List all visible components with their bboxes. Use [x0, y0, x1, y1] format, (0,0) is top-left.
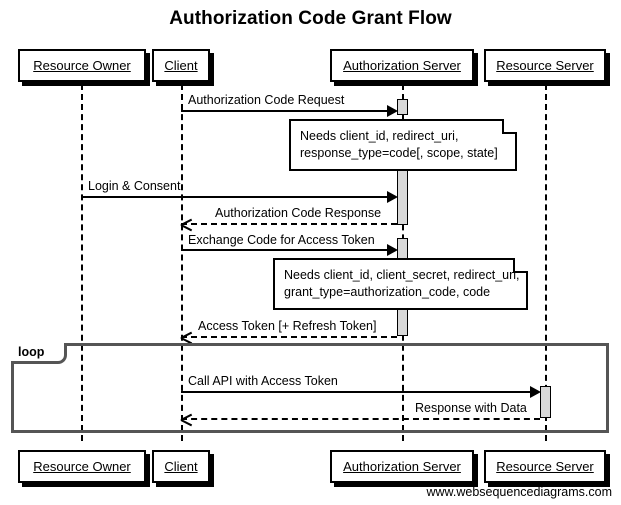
message-line-response-with-data [181, 418, 540, 420]
loop-fragment [11, 343, 609, 433]
arrowhead-left-icon [181, 412, 192, 426]
participant-label: Client [164, 58, 198, 73]
activation-authorization-server-1 [397, 99, 408, 115]
arrowhead-right-icon [530, 386, 541, 398]
note-fold-icon [502, 119, 517, 134]
participant-label: Resource Owner [33, 58, 131, 73]
arrowhead-right-icon [387, 105, 398, 117]
participant-resource-server-top[interactable]: Resource Server [484, 49, 606, 82]
arrowhead-left-icon [181, 217, 192, 231]
note-fold-icon [513, 258, 528, 273]
participant-authorization-server-bottom[interactable]: Authorization Server [330, 450, 474, 483]
loop-fragment-tab: loop [11, 343, 67, 364]
activation-resource-server-1 [540, 386, 551, 418]
lifeline-client [181, 84, 183, 441]
message-label-response-with-data: Response with Data [415, 401, 527, 415]
message-line-authorization-code-request [181, 110, 389, 112]
participant-label: Resource Server [496, 58, 594, 73]
message-line-exchange-code-for-access-token [181, 249, 389, 251]
message-label-exchange-code-for-access-token: Exchange Code for Access Token [188, 233, 375, 247]
arrowhead-right-icon [387, 191, 398, 203]
activation-authorization-server-2 [397, 168, 408, 225]
note-line-2: grant_type=authorization_code, code [284, 285, 491, 299]
participant-label: Authorization Server [343, 459, 461, 474]
message-label-authorization-code-request: Authorization Code Request [188, 93, 345, 107]
participant-authorization-server-top[interactable]: Authorization Server [330, 49, 474, 82]
participant-resource-owner-top[interactable]: Resource Owner [18, 49, 146, 82]
diagram-title: Authorization Code Grant Flow [169, 8, 452, 29]
loop-fragment-label: loop [18, 344, 45, 359]
message-line-authorization-code-response [181, 223, 397, 225]
message-line-access-token [181, 336, 397, 338]
participant-resource-server-bottom[interactable]: Resource Server [484, 450, 606, 483]
lifeline-resource-owner [81, 84, 83, 441]
footer-watermark: www.websequencediagrams.com [426, 485, 612, 499]
message-line-call-api-with-access-token [181, 391, 532, 393]
message-label-login-and-consent: Login & Consent [88, 179, 181, 193]
participant-client-top[interactable]: Client [152, 49, 210, 82]
note-line-1: Needs client_id, client_secret, redirect… [284, 268, 520, 282]
message-label-access-token: Access Token [+ Refresh Token] [198, 319, 377, 333]
participant-client-bottom[interactable]: Client [152, 450, 210, 483]
note-line-2: response_type=code[, scope, state] [300, 146, 498, 160]
message-label-authorization-code-response: Authorization Code Response [215, 206, 382, 220]
message-label-call-api-with-access-token: Call API with Access Token [188, 374, 338, 388]
message-line-login-and-consent [81, 196, 389, 198]
participant-label: Resource Owner [33, 459, 131, 474]
participant-label: Resource Server [496, 459, 594, 474]
note-token-params: Needs client_id, client_secret, redirect… [273, 257, 529, 310]
participant-label: Authorization Server [343, 58, 461, 73]
participant-label: Client [164, 459, 198, 474]
note-line-1: Needs client_id, redirect_uri, [300, 129, 459, 143]
participant-resource-owner-bottom[interactable]: Resource Owner [18, 450, 146, 483]
arrowhead-left-icon [181, 330, 192, 344]
arrowhead-right-icon [387, 244, 398, 256]
lifeline-resource-server [545, 84, 547, 441]
note-authorize-params: Needs client_id, redirect_uri, response_… [289, 118, 518, 171]
